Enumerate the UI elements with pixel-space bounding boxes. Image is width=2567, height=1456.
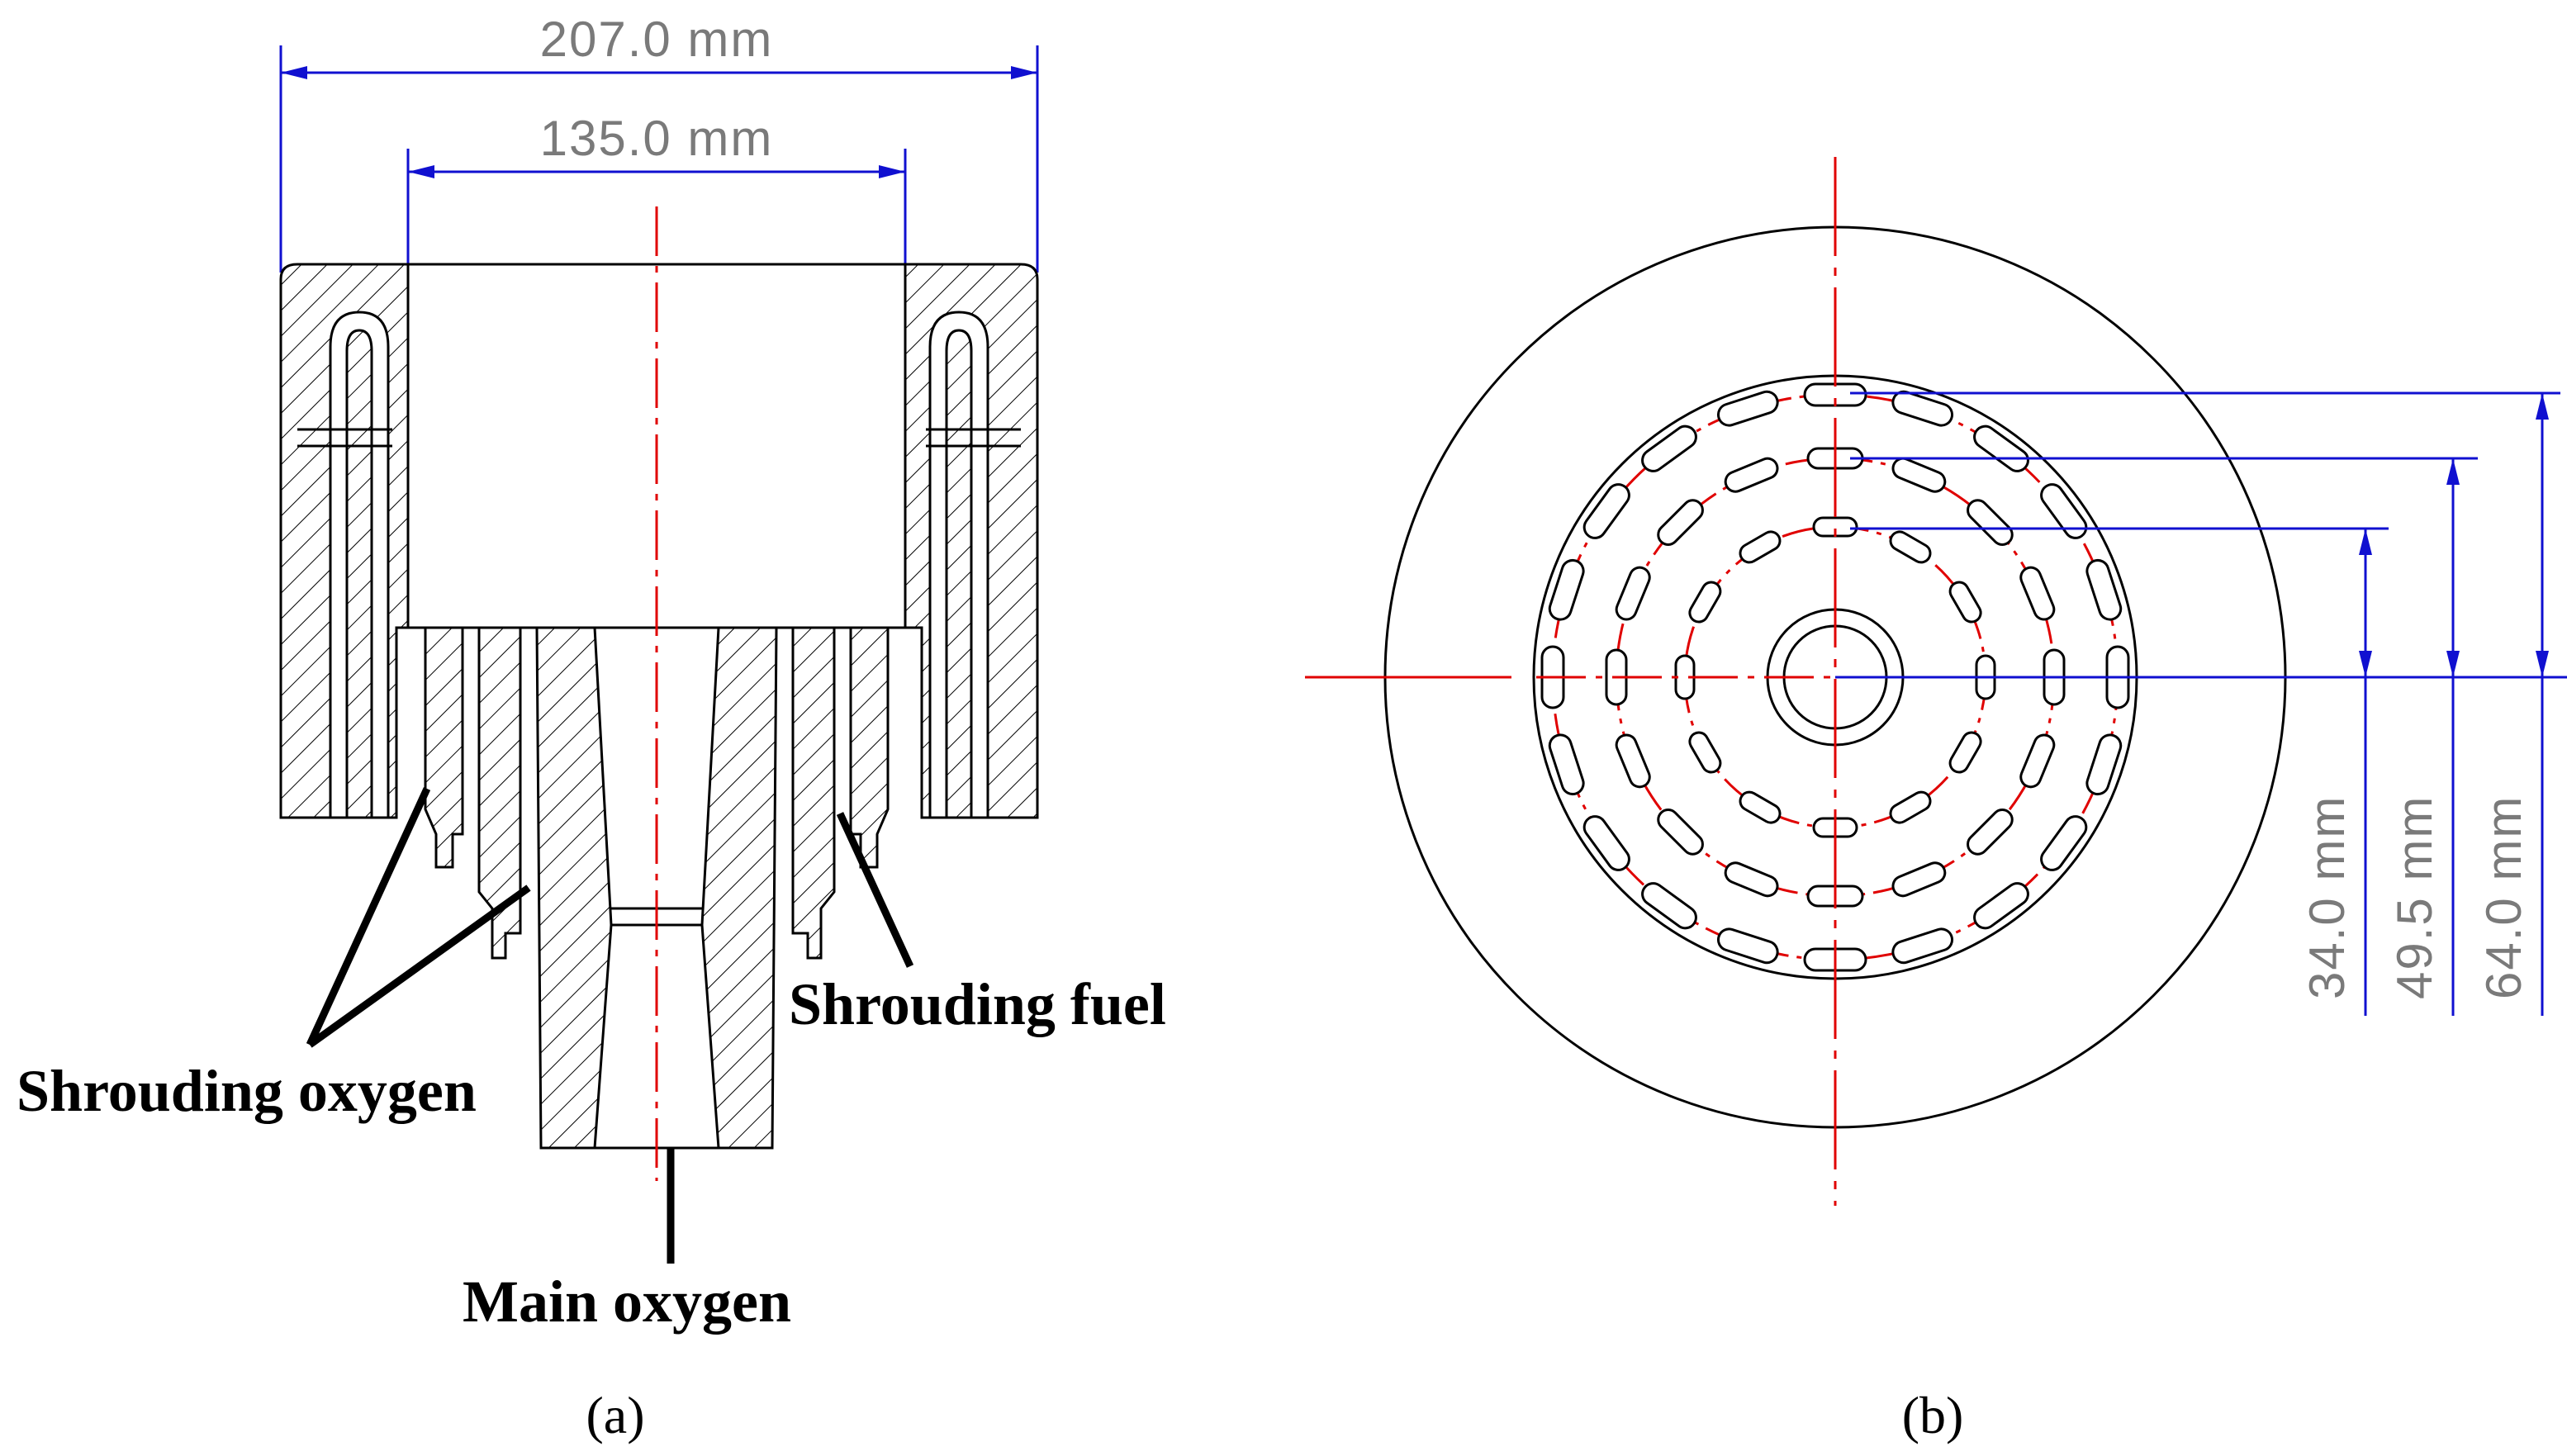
slot-ring-3-hole [1891,927,1954,965]
slot-ring-3-hole [1582,483,1630,539]
slot-ring-1-hole [1889,790,1932,824]
panel-a-section-view: 207.0 mm 135.0 mm [17,12,1166,1444]
label-main-oxygen: Main oxygen [463,1269,791,1335]
slot-ring-3-hole [1641,882,1697,930]
label-shrouding-oxygen: Shrouding oxygen [17,1058,477,1124]
slot-ring-3-hole [1716,927,1779,965]
slot-ring-1-hole [1948,731,1982,774]
slot-ring-3-hole [1716,390,1779,427]
slot-ring-2-hole [2019,566,2056,621]
slot-ring-1-hole [1739,530,1782,564]
slot-ring-1-hole [1948,581,1982,624]
dimension-49-5mm: 49.5 mm [2387,795,2442,999]
panel-b-face-view: 34.0 mm 49.5 mm 64.0 mm (b) [1305,157,2567,1444]
slot-ring-3-hole [1548,733,1585,796]
slot-ring-3-hole [2040,815,2088,871]
slot-ring-2-hole [1724,861,1779,898]
slot-ring-2-hole [1724,457,1779,493]
dimension-64mm: 64.0 mm [2476,795,2531,999]
right-outer-shroud [904,263,1039,819]
slot-ring-1-hole [1739,790,1782,824]
slot-ring-2-hole [1967,499,2014,546]
slot-ring-1-hole [1688,731,1722,774]
left-channel-walls [424,626,522,960]
outer-width-dimension: 207.0 mm [540,12,774,67]
caption-a: (a) [586,1386,644,1444]
inner-width-dimension: 135.0 mm [540,111,774,166]
slot-ring-3-hole [1891,390,1954,427]
slot-ring-3-hole [1973,882,2029,930]
slot-ring-2-hole [1615,566,1651,621]
slot-ring-3-hole [1973,424,2029,472]
left-outer-shroud [279,263,410,819]
slot-ring-3-hole [1582,815,1630,871]
slot-ring-2-hole [1891,457,1947,493]
dimension-lines-b [1835,391,2567,1016]
slot-ring-2-hole [2019,733,2056,789]
dimension-lines-a [279,45,1039,273]
label-shrouding-fuel: Shrouding fuel [789,971,1166,1037]
slot-ring-3-hole [1548,558,1585,621]
slot-ring-3-hole [2085,733,2123,796]
slot-ring-3-hole [1641,424,1697,472]
slot-ring-2-hole [1657,499,1704,546]
slot-ring-3-hole [2040,483,2088,539]
center-lines-b [1305,157,2139,1206]
caption-b: (b) [1902,1386,1964,1444]
slot-ring-1-hole [1688,581,1722,624]
right-channel-walls [791,626,890,960]
slot-ring-1-hole [1889,530,1932,564]
dimension-34mm: 34.0 mm [2299,795,2355,999]
slot-ring-2-hole [1891,861,1947,898]
leader-lines-a [306,787,914,1264]
main-oxygen-nozzle [535,626,778,1150]
slot-ring-2-hole [1967,809,2014,856]
slot-ring-2-hole [1657,809,1704,856]
slot-ring-2-hole [1615,733,1651,789]
slot-ring-3-hole [2085,558,2123,621]
